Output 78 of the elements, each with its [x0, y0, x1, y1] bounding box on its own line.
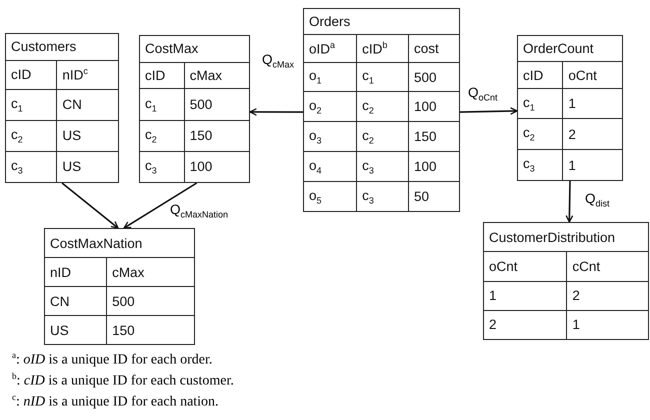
table-cell: 100	[408, 152, 460, 182]
table-cell: c$_{1}$	[6, 89, 57, 120]
table-cell: US	[56, 120, 118, 152]
data-table	[139, 35, 250, 183]
arrow	[460, 107, 518, 115]
table-cell: cCnt	[566, 252, 648, 281]
table-cell: c$_{3}$	[518, 150, 563, 180]
table-cell: c$_{3}$	[140, 151, 184, 182]
table-title: Customers	[6, 34, 118, 60]
table-cell: US	[44, 316, 107, 344]
table-cell: 2	[566, 281, 648, 310]
table-cell: oCnt	[484, 252, 567, 281]
table-cell: 150	[184, 120, 250, 152]
table-cell: oCnt	[562, 62, 622, 88]
table-cell: cID$^{b}$	[356, 34, 408, 62]
table-cell: 50	[408, 182, 460, 212]
table-cell: nID$^{c}$	[56, 60, 118, 90]
table-cell: c$_{3}$	[356, 182, 408, 212]
table-cell: 500	[184, 88, 250, 120]
table-cell: nID	[44, 258, 107, 286]
table-cell: c$_{3}$	[356, 152, 408, 182]
footnote: $^{b}$: cID is a unique ID for each customer.	[12, 372, 234, 389]
table-cell: 1	[562, 88, 622, 119]
arrow	[123, 182, 198, 229]
table-cell: c$_{2}$	[6, 120, 57, 152]
table-title: OrderCount	[518, 36, 622, 62]
table-cell: US	[56, 151, 118, 182]
table-cell: 150	[106, 316, 194, 344]
table-cell: 1	[562, 150, 622, 180]
table-cell: 500	[106, 286, 194, 316]
table-title: CostMaxNation	[44, 228, 194, 258]
edge-label: Q$_{cMax}$	[262, 53, 294, 70]
footnote: $^{c}$: nID is a unique ID for each nation.	[12, 393, 219, 410]
table-cell: 500	[408, 62, 460, 92]
table-title: CostMax	[140, 36, 250, 62]
table-cell: cID	[518, 62, 563, 88]
table-cell: o$_{2}$	[304, 92, 357, 122]
table-title: CustomerDistribution	[484, 222, 648, 252]
edge-label: Q$_{cMaxNation}$	[170, 203, 228, 220]
data-table	[303, 8, 460, 212]
table-cell: cID	[6, 60, 57, 90]
data-table	[517, 35, 623, 181]
table-cell: 2	[484, 310, 567, 340]
table-cell: c$_{2}$	[140, 120, 184, 152]
table-cell: cost	[408, 34, 460, 62]
table-title: Orders	[304, 8, 460, 34]
footnote: $^{a}$: oID is a unique ID for each order.	[12, 351, 212, 368]
table-cell: c$_{2}$	[356, 92, 408, 122]
edge-label: Q$_{oCnt}$	[468, 86, 498, 103]
table-cell: 2	[562, 118, 622, 150]
arrow	[566, 180, 574, 223]
arrow	[249, 108, 303, 116]
table-cell: c$_{3}$	[6, 151, 57, 182]
table-cell: c$_{2}$	[518, 118, 563, 150]
table-cell: 150	[408, 122, 460, 152]
table-cell: o$_{4}$	[304, 152, 357, 182]
data-table	[483, 222, 649, 340]
table-cell: oID$^{a}$	[304, 34, 357, 62]
arrow	[62, 182, 119, 229]
table-cell: c$_{1}$	[518, 88, 563, 119]
table-cell: o$_{1}$	[304, 62, 357, 92]
table-cell: CN	[56, 89, 118, 120]
table-cell: c$_{2}$	[356, 122, 408, 152]
table-cell: c$_{1}$	[140, 88, 184, 120]
edge-label: Q$_{dist}$	[585, 192, 610, 209]
table-cell: cID	[140, 62, 184, 89]
data-table	[5, 33, 119, 183]
table-cell: cMax	[106, 258, 194, 286]
table-cell: CN	[44, 286, 107, 316]
table-cell: cMax	[184, 62, 250, 89]
table-cell: c$_{1}$	[356, 62, 408, 92]
table-cell: 1	[484, 281, 567, 310]
data-table	[44, 228, 195, 345]
table-cell: o$_{3}$	[304, 122, 357, 152]
table-cell: 1	[566, 310, 648, 340]
table-cell: 100	[184, 151, 250, 182]
table-cell: o$_{5}$	[304, 182, 357, 212]
table-cell: 100	[408, 92, 460, 122]
